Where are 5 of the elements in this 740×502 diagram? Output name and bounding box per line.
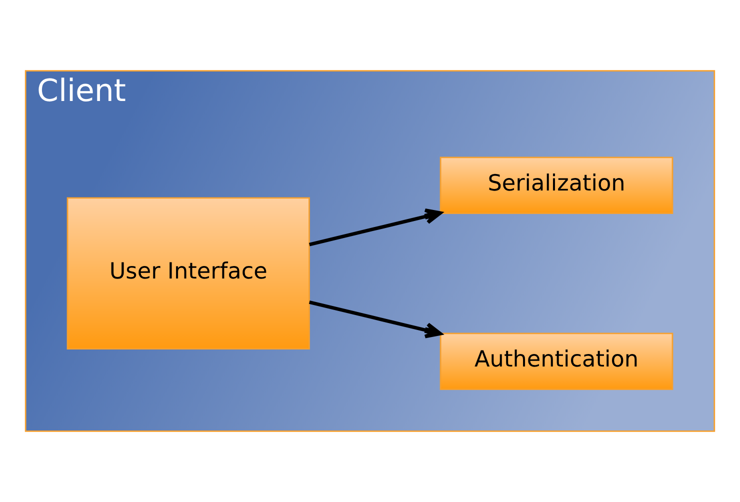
node-box: Serialization [440,156,674,214]
node-box: User Interface [66,197,310,350]
arrow [308,208,442,246]
arrow [308,300,442,338]
node-box: Authentication [440,332,674,390]
